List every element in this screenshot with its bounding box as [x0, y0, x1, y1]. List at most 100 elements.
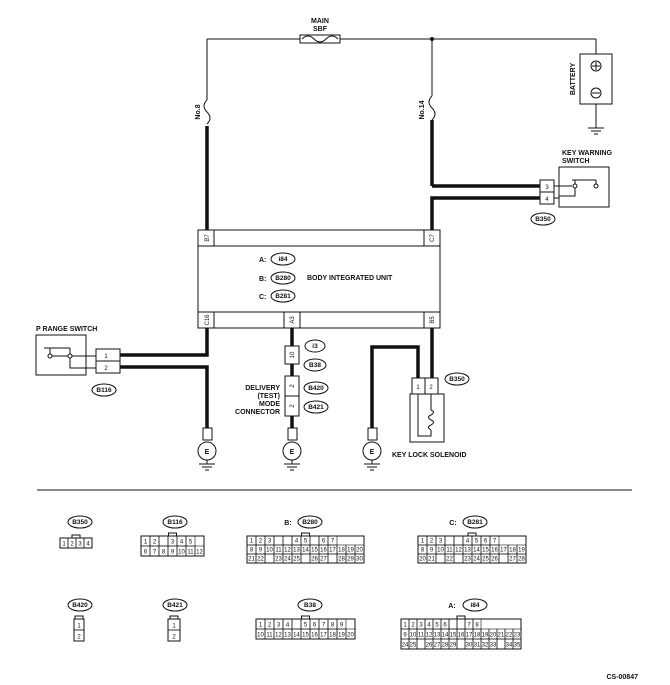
legend-pin: 2 [411, 623, 415, 629]
legend-pin: 4 [86, 542, 90, 548]
main-sbf-label-2: SBF [313, 26, 328, 33]
legend-pin: 17 [466, 633, 473, 639]
dm-pin-2: 2 [290, 404, 296, 408]
terminal-c7: C7 [430, 234, 436, 242]
legend-pin: 8 [250, 548, 254, 554]
legend-pin: 8 [421, 548, 425, 554]
legend-pin: 18 [509, 548, 516, 554]
b38-pin-2: 2 [290, 384, 296, 388]
legend-pin: 20 [490, 633, 497, 639]
legend-pin: 16 [311, 633, 318, 639]
legend-pin: 3 [419, 623, 423, 629]
legend-pin: 1 [403, 623, 407, 629]
ground-2-label: E [290, 449, 295, 456]
legend-pin: 23 [275, 557, 282, 563]
legend-pin: 21 [248, 557, 255, 563]
legend-pin: 10 [266, 548, 273, 554]
ground-1: E [197, 427, 217, 471]
legend-pin: 33 [490, 643, 497, 649]
legend-pin: 19 [338, 633, 345, 639]
legend-pin: 24 [402, 643, 409, 649]
legend-pin: 31 [474, 643, 481, 649]
legend-pin: 6 [313, 623, 317, 629]
figure-code: CS-00847 [606, 674, 638, 681]
dm-label-4: CONNECTOR [235, 409, 280, 416]
sol-pin-2: 2 [429, 385, 433, 391]
legend-pin: 1 [172, 624, 176, 630]
ground-3-label: E [370, 449, 375, 456]
kw-pin-3: 3 [545, 185, 549, 191]
legend-pin: 12 [196, 550, 203, 556]
legend-pin: 32 [482, 643, 489, 649]
legend-pin: 14 [473, 548, 480, 554]
legend-pin: 11 [275, 548, 282, 554]
legend-pin: 23 [464, 557, 471, 563]
legend-pin: 18 [329, 633, 336, 639]
legend-pin: 7 [331, 539, 335, 545]
legend-pin: 10 [257, 633, 264, 639]
legend-pin: 12 [284, 548, 291, 554]
legend-pin: 2 [268, 623, 272, 629]
legend-pin: 4 [295, 539, 299, 545]
legend-pin: 7 [493, 539, 497, 545]
legend-title-b350: B350 [72, 519, 88, 526]
power-supply-circuit [206, 37, 597, 100]
legend-pin: 4 [180, 540, 184, 546]
legend-pin: 25 [482, 557, 489, 563]
legend-title-b280: B280 [302, 519, 318, 526]
fuse-no14: No.14 [419, 95, 436, 121]
legend-pin: 26 [426, 643, 433, 649]
legend-pin: 7 [467, 623, 471, 629]
legend-pin: 9 [403, 633, 407, 639]
legend-pin: 16 [458, 633, 465, 639]
legend-pin: 2 [172, 635, 176, 641]
legend-pin: 13 [464, 548, 471, 554]
legend-pin: 1 [62, 542, 66, 548]
battery: BATTERY [570, 53, 613, 135]
legend-pin: 2 [259, 539, 263, 545]
legend-pin: 5 [304, 623, 308, 629]
legend-pin: 8 [331, 623, 335, 629]
legend-pin: 26 [311, 557, 318, 563]
ground-1-label: E [205, 449, 210, 456]
legend-pin: 3 [439, 539, 443, 545]
b38-ref: B38 [309, 362, 321, 369]
body-integrated-unit: B7 C7 C16 A3 B5 A: i84 B: B280 C: B281 B… [197, 229, 441, 329]
legend-pin: 17 [320, 633, 327, 639]
delivery-mode-connector: 10 i3 B38 2 2 B420 B421 DELIVERY (TEST) … [235, 339, 329, 417]
kw-pin-4: 4 [545, 197, 549, 203]
legend-title-b116: B116 [167, 519, 183, 526]
legend-pin: 12 [426, 633, 433, 639]
legend-pin: 14 [302, 548, 309, 554]
legend-pin: 2 [77, 635, 81, 641]
legend-pin: 11 [187, 550, 194, 556]
legend-title-b421: B421 [167, 602, 183, 609]
legend-pin: 10 [437, 548, 444, 554]
legend-pin: 30 [356, 557, 363, 563]
legend-pin: 20 [347, 633, 354, 639]
pr-pin-1: 1 [104, 354, 108, 360]
legend-pin: 9 [259, 548, 263, 554]
b420-ref: B420 [308, 385, 324, 392]
legend-pin: 21 [428, 557, 435, 563]
legend-pin: 29 [450, 643, 457, 649]
legend-pin: 18 [338, 548, 345, 554]
biu-conn-a: i84 [278, 256, 287, 263]
legend-pin: 5 [435, 623, 439, 629]
legend-pin: 6 [322, 539, 326, 545]
legend-pin: 34 [506, 643, 513, 649]
dm-label-1: DELIVERY [245, 385, 280, 392]
ground-3: E [362, 427, 382, 471]
p-range-switch: P RANGE SWITCH 1 2 B116 [35, 326, 121, 397]
legend-pin: 13 [284, 633, 291, 639]
legend-prefix-b281: C: [449, 520, 456, 527]
legend-pin: 4 [427, 623, 431, 629]
fuse-no14-label: No.14 [419, 100, 426, 119]
p-range-label: P RANGE SWITCH [36, 326, 97, 333]
legend-pin: 22 [257, 557, 264, 563]
legend-pin: 10 [410, 633, 417, 639]
